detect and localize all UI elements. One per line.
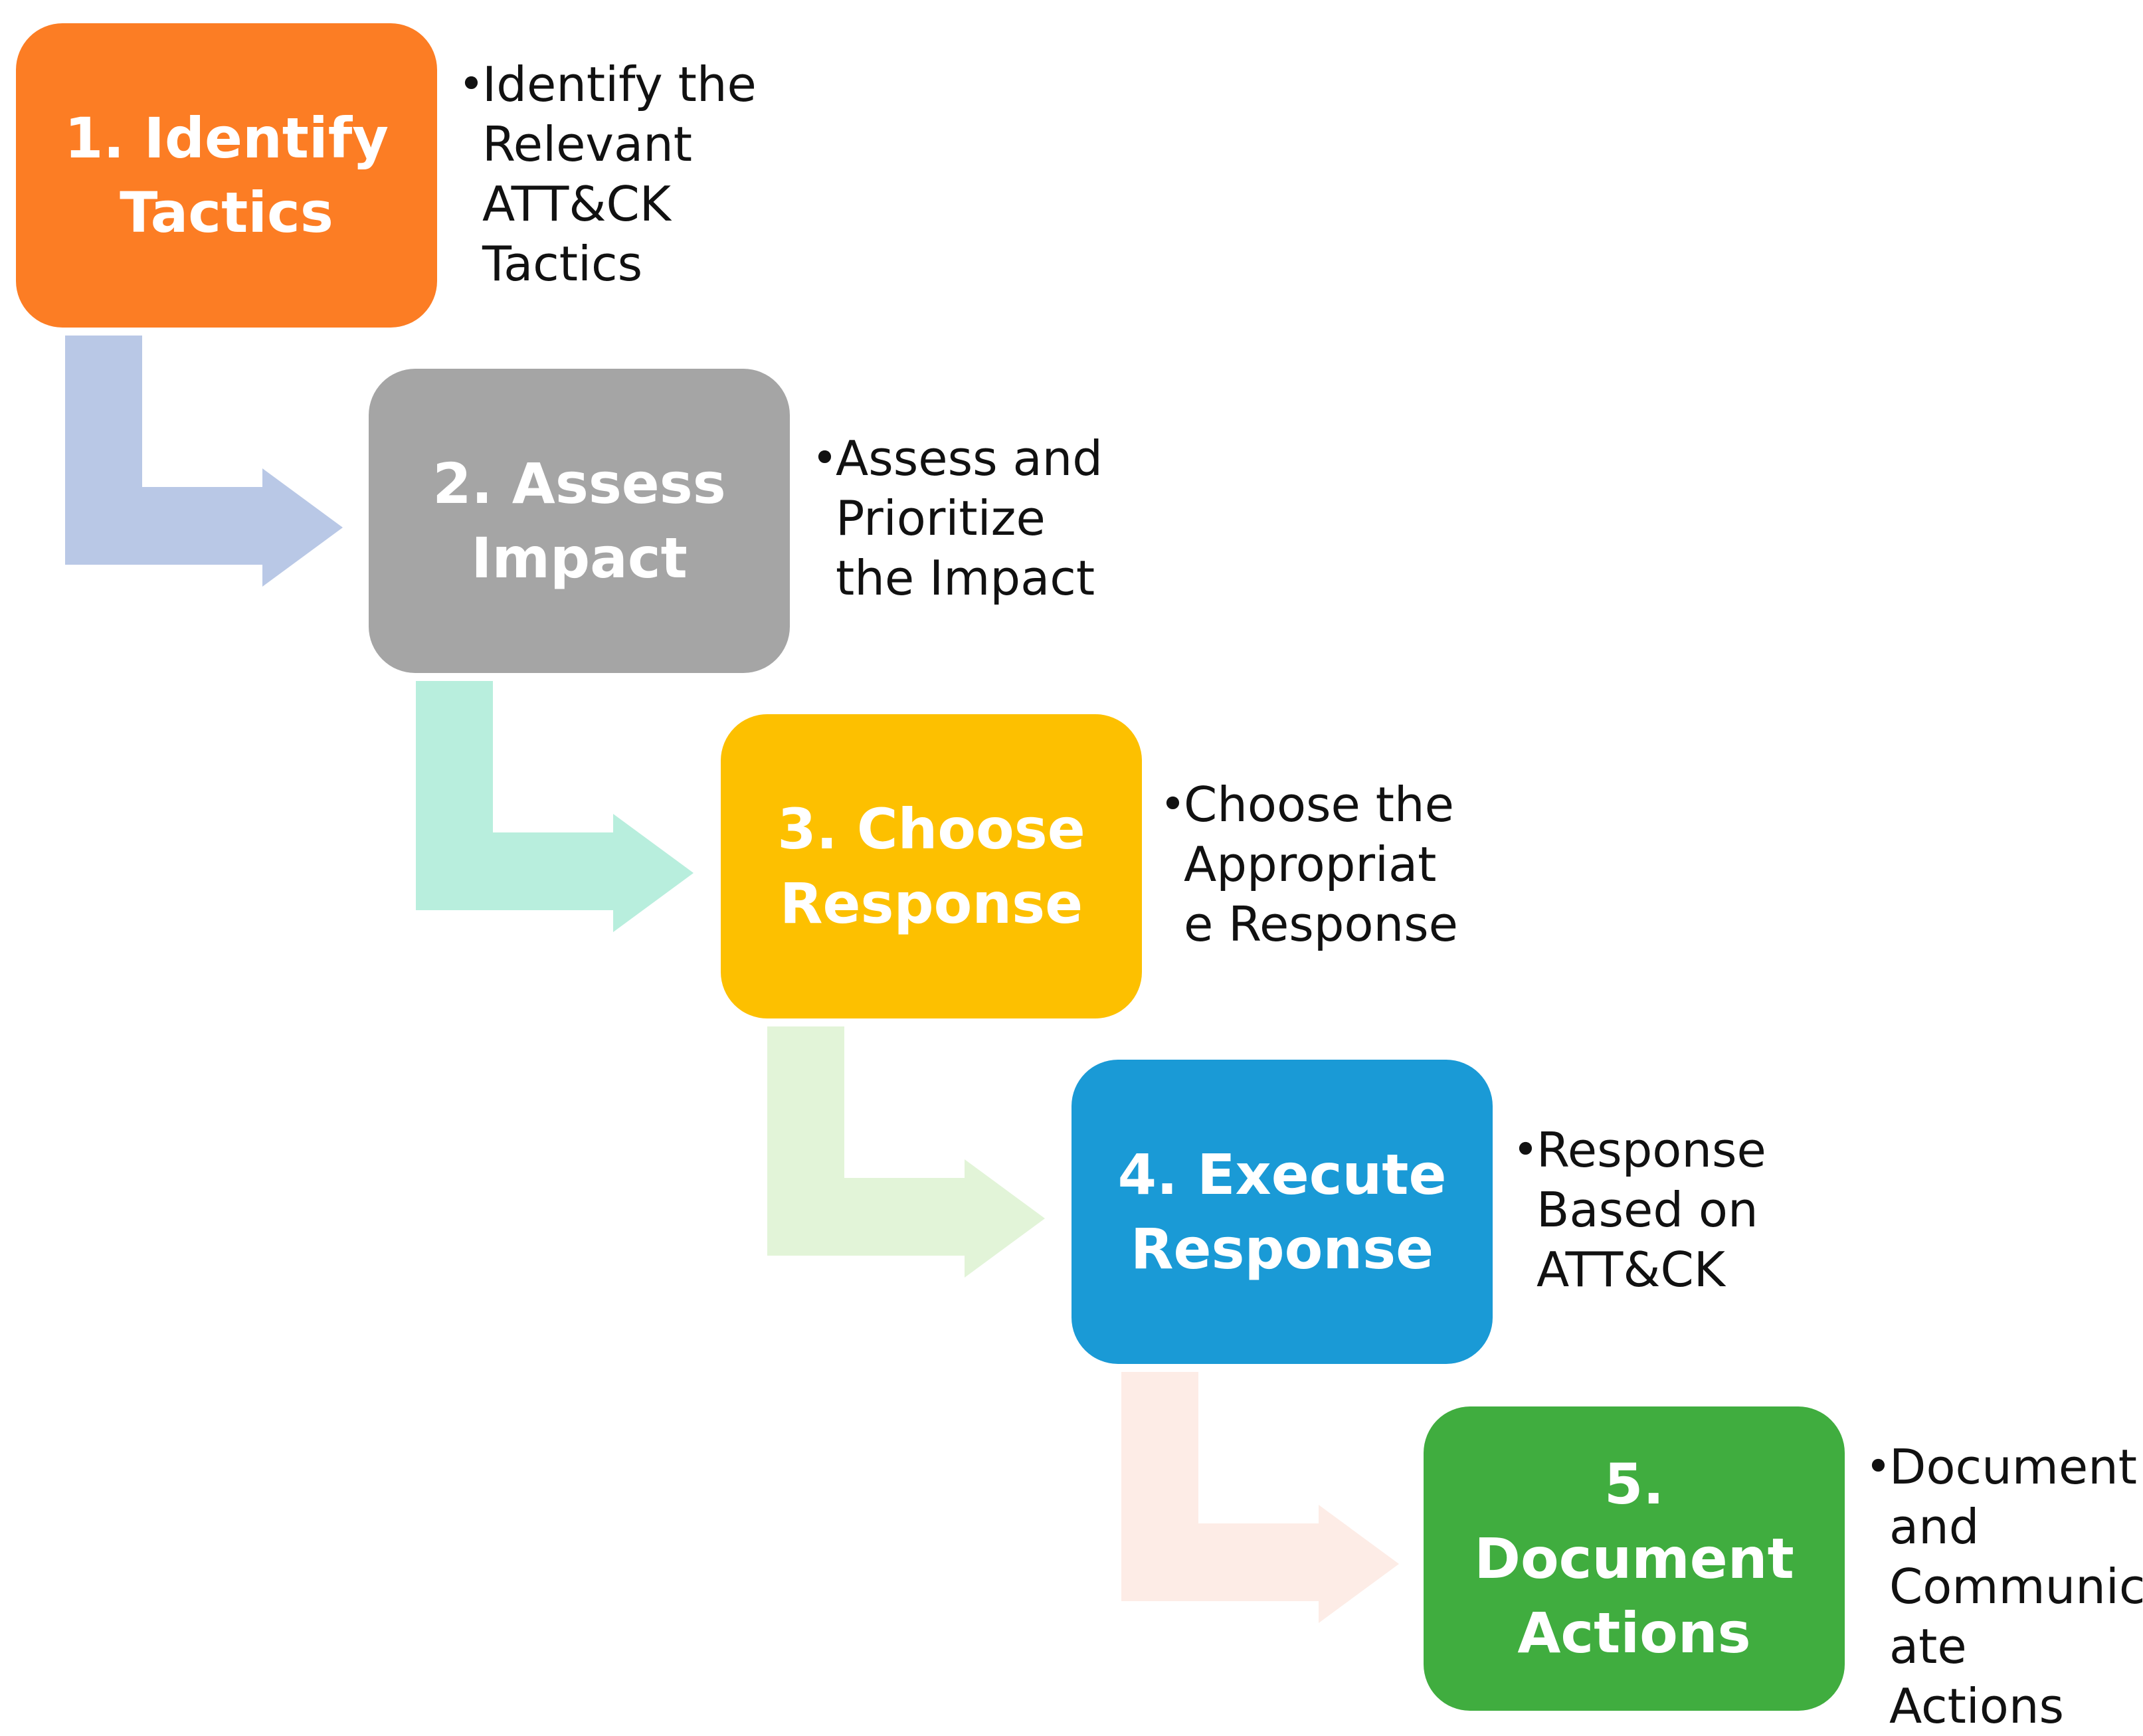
bent-arrow-shape [65,336,343,587]
step-2-box: 2. Assess Impact [369,369,790,673]
step-4-description-text: Response Based on ATT&CK [1537,1122,1766,1298]
step-1-description: • Identify the Relevant ATT&CK Tactics [458,54,771,294]
step-5-description: • Document and Communic ate Actions [1865,1437,2143,1736]
bullet-marker: • [812,433,838,484]
step-4-description: • Response Based on ATT&CK [1513,1120,1825,1300]
step-2-title: 2. Assess Impact [432,451,726,591]
bent-arrow-shape [1121,1372,1399,1623]
step-2-description: • Assess and Prioritize the Impact [812,429,1124,608]
step-3-title: 3. Choose Response [777,797,1085,936]
step-1-description-text: Identify the Relevant ATT&CK Tactics [482,56,757,292]
step-3-description-text: Choose the Appropriat e Response [1184,777,1458,952]
step-2-description-text: Assess and Prioritize the Impact [836,431,1103,606]
bent-arrow-shape [767,1026,1045,1278]
step-4-title: 4. Execute Response [1117,1142,1447,1282]
step-5-description-text: Document and Communic ate Actions [1889,1439,2143,1734]
bullet-marker: • [1513,1124,1538,1175]
connector-arrow-1-to-2 [65,336,351,588]
bent-arrow-shape [416,681,694,932]
bullet-marker: • [1865,1441,1891,1492]
bullet-marker: • [1160,779,1186,830]
connector-arrow-3-to-4 [767,1026,1053,1279]
step-1-title: 1. Identify Tactics [64,106,389,245]
step-5-title: 5. Document Actions [1474,1452,1794,1666]
step-5-box: 5. Document Actions [1424,1406,1845,1711]
step-3-description: • Choose the Appropriat e Response [1160,775,1472,954]
connector-arrow-2-to-3 [416,681,701,933]
step-4-box: 4. Execute Response [1072,1060,1493,1364]
step-1-box: 1. Identify Tactics [16,23,437,328]
step-3-box: 3. Choose Response [721,714,1142,1018]
connector-arrow-4-to-5 [1121,1372,1407,1624]
bullet-marker: • [458,58,484,110]
